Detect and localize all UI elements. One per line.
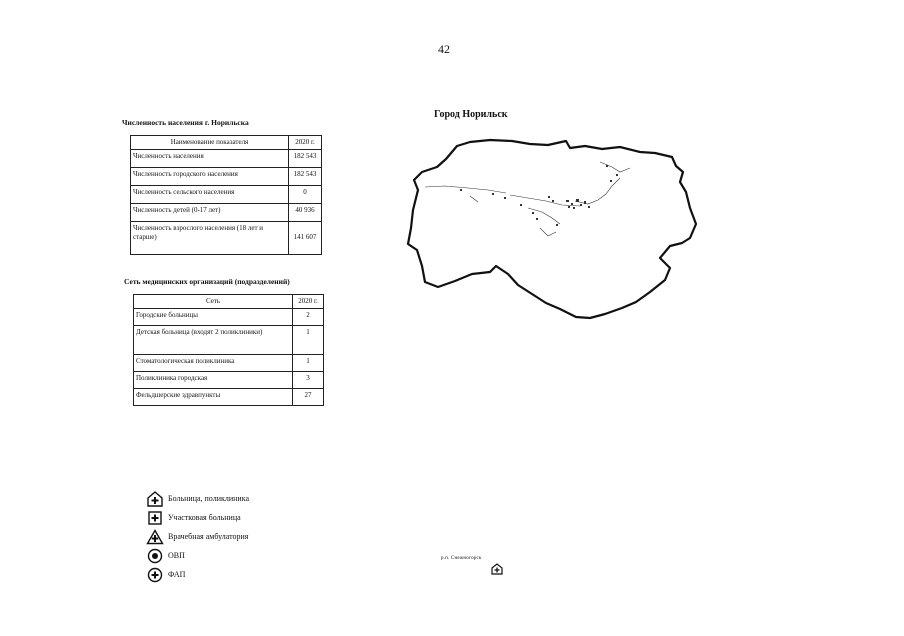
column-header: 2020 г. — [288, 135, 322, 150]
row-label: Фельдшерские здравпункты — [133, 387, 293, 406]
column-header: 2020 г. — [292, 294, 324, 309]
table-row: Численность сельского населения 0 — [130, 184, 322, 204]
settlement-markings — [424, 161, 631, 237]
territory-boundary — [406, 138, 698, 320]
row-label: Численность населения — [130, 148, 289, 168]
map-caption: р.п. Снежногорск — [441, 556, 482, 561]
page-number: 42 — [438, 42, 450, 56]
settlement-clusters — [460, 165, 618, 226]
settlement-marker-icon — [491, 563, 503, 575]
row-value: 27 — [292, 387, 324, 406]
row-label: Численность городского населения — [130, 166, 289, 186]
row-label: Детская больница (входят 2 поликлиники) — [133, 324, 293, 355]
row-value: 3 — [292, 370, 324, 389]
table-row: Численность населения 182 543 — [130, 148, 322, 168]
row-label: Поликлиника городская — [133, 370, 293, 389]
table-row: Фельдшерские здравпункты 27 — [133, 387, 324, 406]
row-value: 1 — [292, 353, 324, 372]
table-row: Стоматологическая поликлиника 1 — [133, 353, 324, 372]
map-legend: Больница, поликлиника Участковая больниц… — [146, 489, 249, 584]
row-value: 141 607 — [288, 220, 322, 255]
legend-label: ОВП — [168, 551, 185, 560]
map-title: Город Норильск — [434, 109, 508, 120]
table-row: Поликлиника городская 3 — [133, 370, 324, 389]
norilsk-map — [406, 138, 698, 320]
medical-title: Сеть медицинских организаций (подразделе… — [124, 277, 290, 286]
row-label: Численность взрослого населения (18 лет … — [130, 220, 289, 255]
legend-item: Больница, поликлиника — [146, 489, 249, 508]
row-value: 2 — [292, 307, 324, 326]
legend-item: ОВП — [146, 546, 249, 565]
column-header: Сеть — [133, 294, 293, 309]
table-header-row: Наименование показателя 2020 г. — [130, 135, 322, 150]
legend-label: ФАП — [168, 570, 186, 579]
legend-item: Врачебная амбулатория — [146, 527, 249, 546]
outpatient-clinic-icon — [146, 528, 164, 544]
table-row: Численность городского населения 182 543 — [130, 166, 322, 186]
row-label: Стоматологическая поликлиника — [133, 353, 293, 372]
table-row: Городские больницы 2 — [133, 307, 324, 326]
legend-label: Больница, поликлиника — [168, 494, 250, 503]
table-header-row: Сеть 2020 г. — [133, 294, 324, 309]
district-hospital-icon — [148, 510, 162, 525]
table-row: Детская больница (входят 2 поликлиники) … — [133, 324, 324, 355]
row-label: Численность сельского населения — [130, 184, 289, 204]
table-row: Численность детей (0-17 лет) 40 936 — [130, 202, 322, 222]
hospital-house-icon — [147, 490, 163, 507]
row-value: 1 — [292, 324, 324, 355]
legend-item: Участковая больница — [146, 508, 249, 527]
ovp-icon — [147, 548, 163, 563]
population-title: Численность населения г. Норильска — [122, 118, 249, 127]
medical-table: Сеть 2020 г. Городские больницы 2 Детска… — [133, 294, 324, 406]
row-value: 40 936 — [288, 202, 322, 222]
row-value: 0 — [288, 184, 322, 204]
population-table: Наименование показателя 2020 г. Численно… — [130, 135, 322, 255]
table-row: Численность взрослого населения (18 лет … — [130, 220, 322, 255]
legend-item: ФАП — [146, 565, 249, 584]
row-value: 182 543 — [288, 166, 322, 186]
row-label: Городские больницы — [133, 307, 293, 326]
legend-label: Участковая больница — [168, 513, 241, 522]
legend-label: Врачебная амбулатория — [168, 532, 249, 541]
row-label: Численность детей (0-17 лет) — [130, 202, 289, 222]
column-header: Наименование показателя — [130, 135, 289, 150]
row-value: 182 543 — [288, 148, 322, 168]
fap-icon — [147, 567, 163, 582]
